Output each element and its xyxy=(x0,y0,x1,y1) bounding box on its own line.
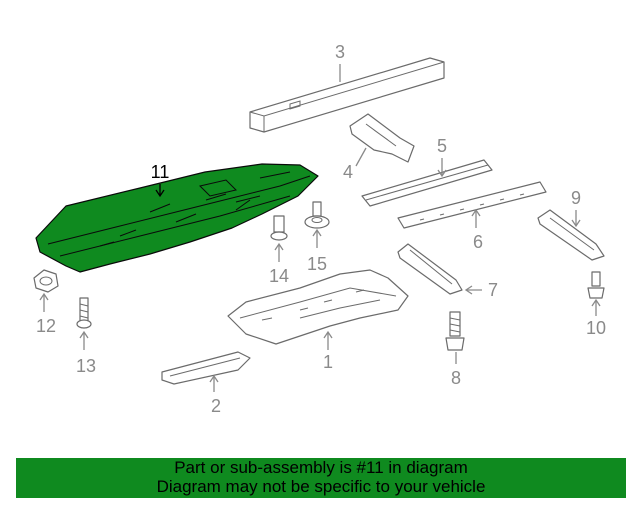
part-1-floor-panel[interactable] xyxy=(227,269,409,345)
part-11-underbody-cover[interactable] xyxy=(35,163,319,273)
part-2-crossmember[interactable] xyxy=(161,351,251,385)
callout-5[interactable]: 5 xyxy=(437,136,447,156)
part-10-bolt[interactable] xyxy=(587,271,605,299)
banner-line-part: Part or sub-assembly is #11 in diagram xyxy=(174,458,468,477)
part-7-strap[interactable] xyxy=(397,243,463,295)
callout-10[interactable]: 10 xyxy=(586,318,606,338)
info-banner: Part or sub-assembly is #11 in diagram D… xyxy=(16,458,626,498)
callout-6[interactable]: 6 xyxy=(473,232,483,252)
banner-line-disclaimer: Diagram may not be specific to your vehi… xyxy=(156,477,486,496)
part-5-sill[interactable] xyxy=(361,159,493,207)
part-15-clip[interactable] xyxy=(304,201,330,229)
part-4-bracket[interactable] xyxy=(349,113,415,163)
callout-12[interactable]: 12 xyxy=(36,316,56,336)
callout-7[interactable]: 7 xyxy=(488,280,498,300)
part-12-nut[interactable] xyxy=(33,269,59,293)
callout-14[interactable]: 14 xyxy=(269,266,289,286)
part-6-reinforcement[interactable] xyxy=(397,181,547,229)
leader-lines xyxy=(39,64,601,392)
part-13-bolt[interactable] xyxy=(76,297,92,329)
part-3-rail[interactable] xyxy=(249,57,445,133)
callout-9[interactable]: 9 xyxy=(571,188,581,208)
callout-8[interactable]: 8 xyxy=(451,368,461,388)
part-14-clip[interactable] xyxy=(270,215,288,241)
callout-11[interactable]: 11 xyxy=(151,162,170,182)
part-9-strap[interactable] xyxy=(537,209,605,261)
callout-1[interactable]: 1 xyxy=(323,352,333,372)
callout-4[interactable]: 4 xyxy=(343,162,353,182)
part-8-bolt[interactable] xyxy=(445,311,465,351)
callout-15[interactable]: 15 xyxy=(307,254,327,274)
callout-3[interactable]: 3 xyxy=(335,42,345,62)
callout-13[interactable]: 13 xyxy=(76,356,96,376)
callout-2[interactable]: 2 xyxy=(211,396,221,416)
